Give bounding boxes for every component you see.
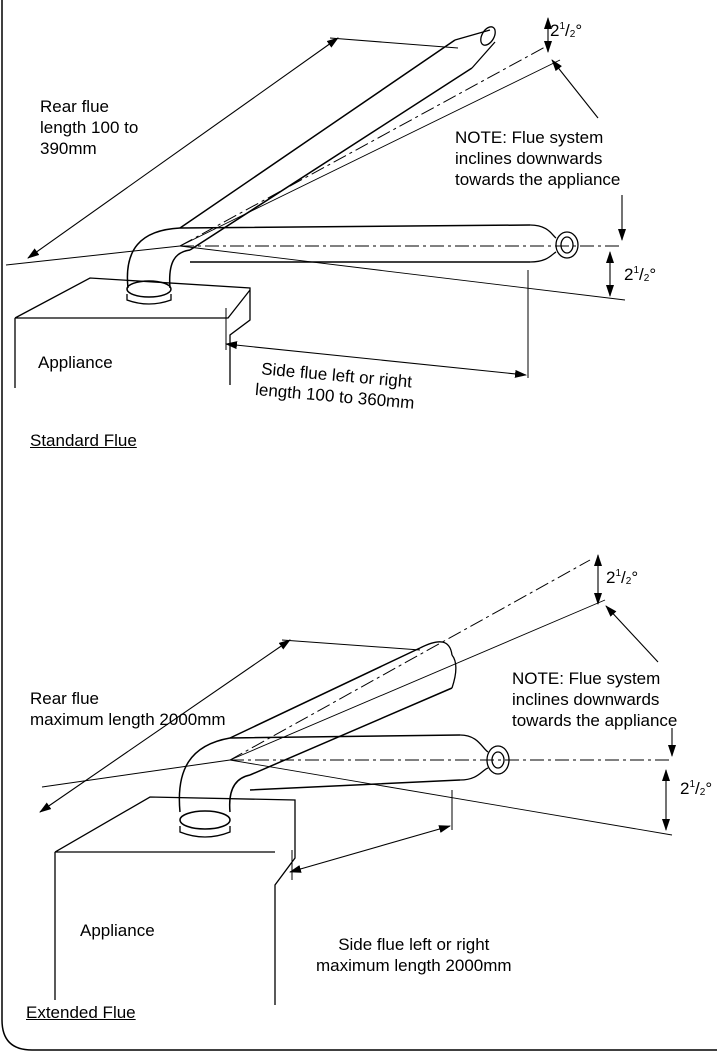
extended-appliance-label: Appliance — [80, 921, 155, 940]
standard-top-angle-label: 21/2° — [550, 21, 583, 40]
standard-rear-pipe — [179, 39, 473, 251]
standard-note-label: NOTE: Flue system inclines downwards tow… — [455, 128, 621, 189]
extended-appliance-box — [54, 796, 296, 1005]
extended-top-angle-label: 21/2° — [606, 568, 639, 587]
extended-rear-flue-label: Rear flue maximum length 2000mm — [30, 689, 226, 729]
standard-flue-caption: Standard Flue — [30, 431, 137, 450]
extended-elbow — [178, 737, 251, 813]
extended-note-label: NOTE: Flue system inclines downwards tow… — [512, 669, 678, 730]
standard-appliance-label: Appliance — [38, 353, 113, 372]
standard-flue-drawing — [5, 17, 626, 388]
extended-side-angle-label: 21/2° — [680, 779, 713, 798]
standard-side-pipe — [179, 224, 531, 263]
extended-flue-caption: Extended Flue — [26, 1003, 136, 1022]
standard-rear-flue-label: Rear flue length 100 to 390mm — [40, 97, 139, 158]
extended-side-flue-label: Side flue left or right maximum length 2… — [316, 935, 512, 975]
standard-elbow — [126, 227, 191, 289]
extended-side-pipe — [229, 734, 461, 791]
standard-side-angle-label: 21/2° — [624, 265, 657, 284]
extended-flue-drawing — [39, 554, 676, 1005]
extended-rear-pipe — [229, 647, 453, 776]
